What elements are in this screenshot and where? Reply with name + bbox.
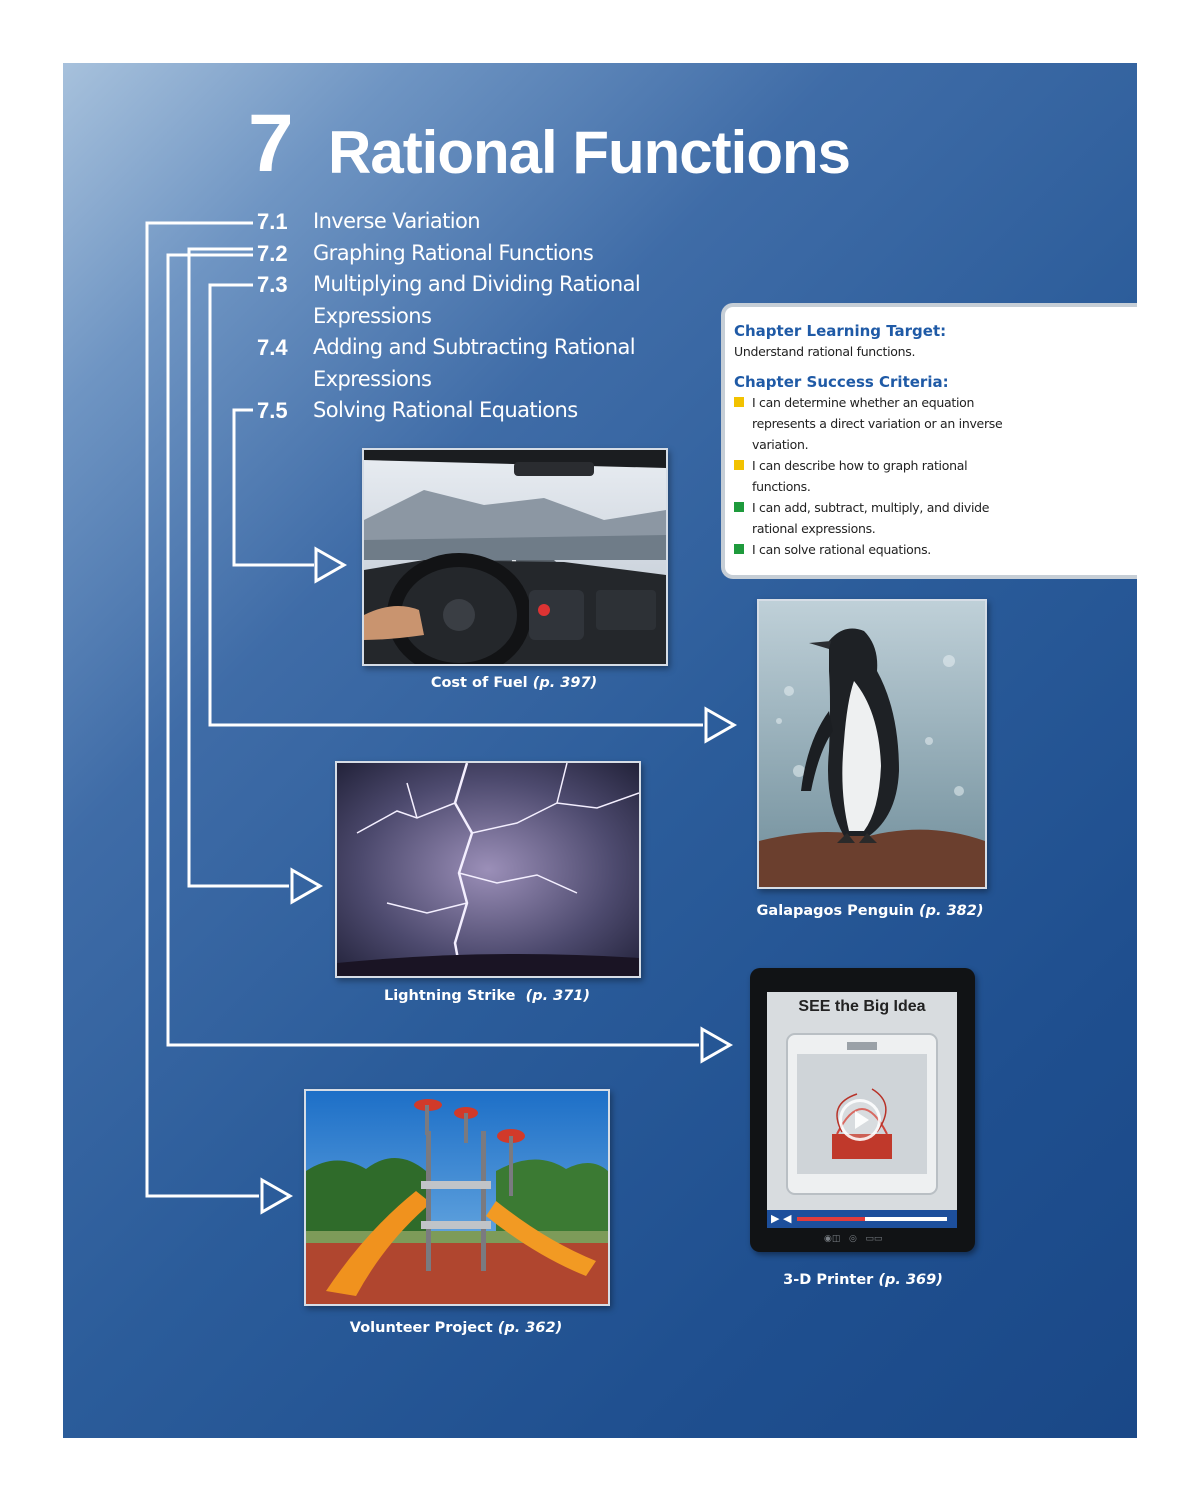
criteria-text: I can add, subtract, multiply, and divid…	[752, 500, 990, 536]
criteria-text: I can solve rational equations.	[752, 542, 931, 557]
learning-target-text: Understand rational functions.	[734, 344, 916, 359]
section-title-7-5[interactable]: Solving Rational Equations	[313, 398, 578, 422]
connector-7-2-b	[166, 253, 699, 1047]
penguin-caption: Galapagos Penguin (p. 382)	[745, 903, 995, 919]
playground-photo	[304, 1089, 610, 1306]
video-controls: ▶ ◀	[767, 1210, 957, 1228]
lightning-photo	[335, 761, 641, 978]
section-number-7-3[interactable]: 7.3	[257, 272, 288, 297]
section-number-7-4[interactable]: 7.4	[257, 335, 288, 360]
penguin-caption-page: (p. 382)	[919, 903, 984, 919]
printer-caption-page: (p. 369)	[878, 1272, 943, 1288]
yellow-square-icon	[734, 397, 744, 407]
fuel-caption-text: Cost of Fuel	[430, 675, 528, 691]
arrow-playground-icon	[260, 1177, 294, 1215]
section-title-7-2[interactable]: Graphing Rational Functions	[313, 241, 594, 265]
volume-icon[interactable]: ◀	[783, 1212, 792, 1225]
printer-caption: 3-D Printer (p. 369)	[738, 1272, 988, 1288]
penguin-photo	[757, 599, 987, 889]
arrow-penguin-icon	[704, 706, 738, 744]
criteria-text: I can determine whether an equation repr…	[752, 395, 1003, 452]
video-screen[interactable]: SEE the Big Idea ▶ ◀	[767, 992, 957, 1228]
arrow-fuel-icon	[314, 546, 348, 584]
connector-7-5	[232, 408, 314, 567]
connector-7-2-a	[187, 247, 289, 888]
chapter-number: 7	[248, 98, 294, 189]
lightning-caption-text: Lightning Strike	[383, 988, 516, 1004]
playground-caption-page: (p. 362)	[497, 1320, 563, 1336]
chapter-opener-page: 7 Rational Functions 7.1 Inverse Variati…	[63, 63, 1137, 1438]
play-button[interactable]	[839, 1099, 881, 1141]
chapter-title: Rational Functions	[328, 119, 851, 186]
criteria-item: I can solve rational equations.	[734, 539, 1012, 560]
fuel-caption: Cost of Fuel (p. 397)	[362, 675, 666, 691]
section-number-7-5[interactable]: 7.5	[257, 398, 288, 423]
learning-target-card: Chapter Learning Target: Understand rati…	[721, 303, 1137, 579]
fuel-photo	[362, 448, 668, 666]
section-title-7-1[interactable]: Inverse Variation	[313, 209, 481, 233]
learning-target-heading: Chapter Learning Target:	[734, 322, 947, 340]
fuel-caption-page: (p. 397)	[532, 675, 598, 691]
green-square-icon	[734, 544, 744, 554]
yellow-square-icon	[734, 460, 744, 470]
video-progress-bar[interactable]	[797, 1217, 947, 1221]
play-pause-icon[interactable]: ▶	[771, 1212, 780, 1225]
lightning-caption: Lightning Strike (p. 371)	[335, 988, 639, 1004]
printer-tablet[interactable]: SEE the Big Idea ▶ ◀ ◉◫ ◎ ▭▭	[750, 968, 975, 1252]
tablet-buttons-icon: ◉◫ ◎ ▭▭	[824, 1234, 883, 1244]
arrow-lightning-icon	[290, 867, 324, 905]
green-square-icon	[734, 502, 744, 512]
criteria-text: I can describe how to graph rational fun…	[752, 458, 968, 494]
printer-caption-text: 3-D Printer	[783, 1272, 874, 1288]
video-title: SEE the Big Idea	[798, 998, 926, 1015]
connector-7-3	[208, 283, 703, 727]
video-progress-fill	[797, 1217, 865, 1221]
criteria-item: I can describe how to graph rational fun…	[734, 455, 1012, 497]
connector-7-1	[145, 221, 259, 1198]
section-number-7-2[interactable]: 7.2	[257, 241, 288, 266]
criteria-item: I can determine whether an equation repr…	[734, 392, 1012, 455]
playground-caption: Volunteer Project (p. 362)	[304, 1320, 608, 1336]
arrow-printer-icon	[700, 1026, 734, 1064]
lightning-caption-page: (p. 371)	[525, 988, 591, 1004]
penguin-caption-text: Galapagos Penguin	[756, 903, 914, 919]
playground-caption-text: Volunteer Project	[349, 1320, 493, 1336]
section-title-7-4[interactable]: Adding and Subtracting Rational Expressi…	[313, 335, 636, 391]
criteria-item: I can add, subtract, multiply, and divid…	[734, 497, 1017, 539]
success-criteria-heading: Chapter Success Criteria:	[734, 373, 949, 391]
section-number-7-1[interactable]: 7.1	[257, 209, 288, 234]
section-title-7-3[interactable]: Multiplying and Dividing Rational Expres…	[313, 272, 641, 328]
connector-lines	[145, 221, 738, 1215]
